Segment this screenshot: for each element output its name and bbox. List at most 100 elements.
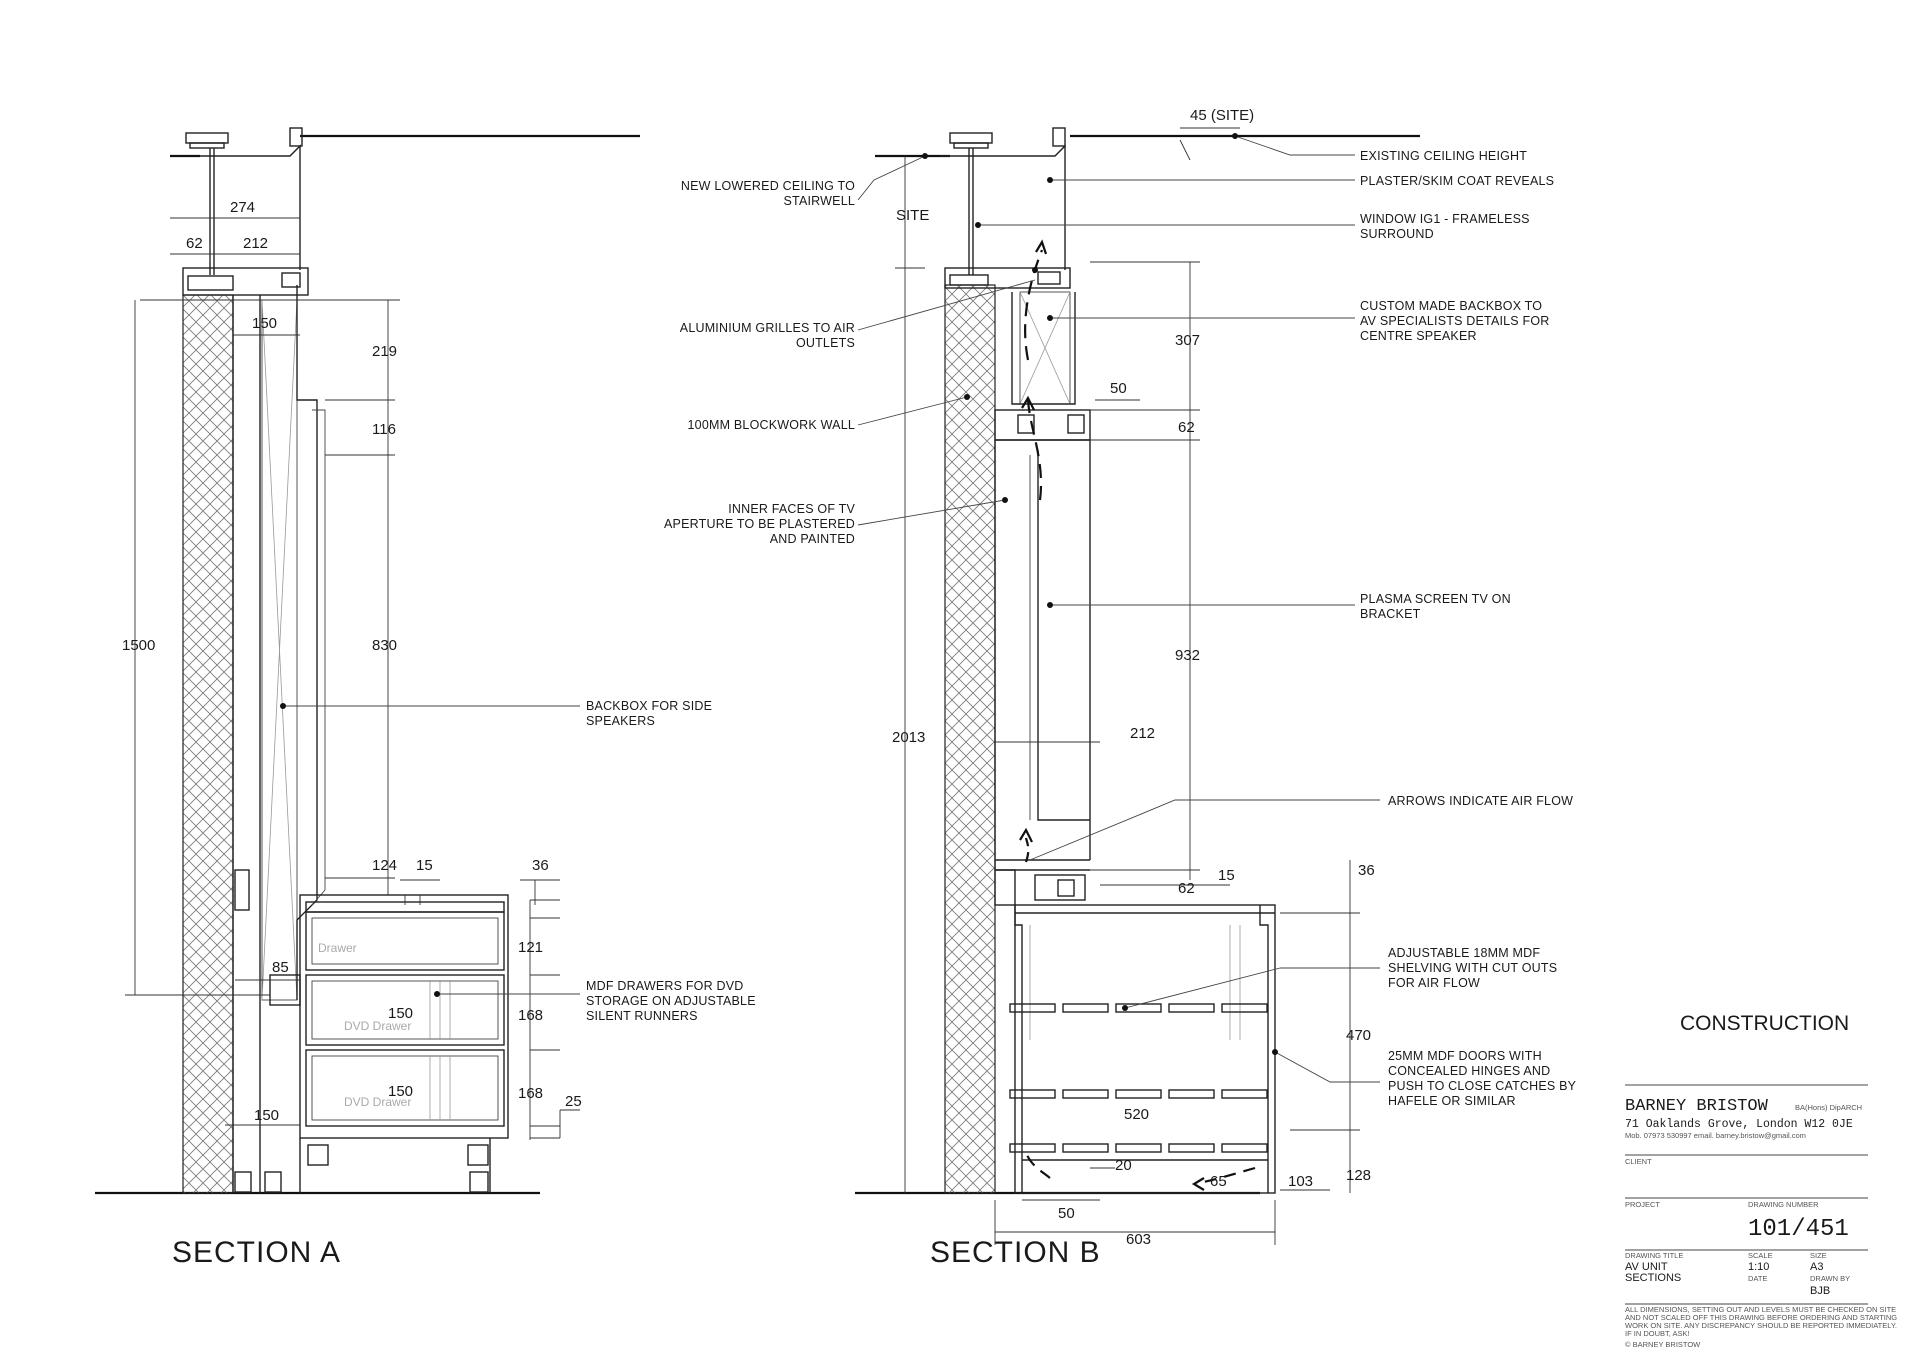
dim-85: 85 [272, 959, 289, 976]
dim-65: 65 [1210, 1173, 1227, 1190]
firm-name: BARNEY BRISTOW [1625, 1097, 1769, 1116]
label-backbox-side-speakers-2: SPEAKERS [586, 714, 655, 728]
label-shelving-1: ADJUSTABLE 18MM MDF [1388, 946, 1540, 960]
drawn-by-label: DRAWN BY [1810, 1274, 1850, 1283]
dim-124: 124 [372, 857, 397, 874]
dim-128: 128 [1346, 1167, 1371, 1184]
label-faces-1: INNER FACES OF TV [728, 502, 855, 516]
label-doors-1: 25MM MDF DOORS WITH [1388, 1049, 1542, 1063]
client-label: CLIENT [1625, 1157, 1652, 1166]
dim-36-b: 36 [1358, 862, 1375, 879]
section-b [855, 127, 1420, 1245]
section-a-text: SECTION A 274 62 212 150 219 116 830 150… [122, 199, 756, 1269]
drawer-label-1: Drawer [318, 941, 357, 955]
label-mdf-drawers-1: MDF DRAWERS FOR DVD [586, 979, 744, 993]
disclaimer-2: AND NOT SCALED OFF THIS DRAWING BEFORE O… [1625, 1313, 1897, 1322]
drawer-label-3: DVD Drawer [344, 1095, 411, 1109]
label-backbox-side-speakers-1: BACKBOX FOR SIDE [586, 699, 712, 713]
label-arrows: ARROWS INDICATE AIR FLOW [1388, 794, 1573, 808]
label-ceiling-1: NEW LOWERED CEILING TO [681, 179, 855, 193]
section-a [95, 127, 640, 1195]
blockwork-wall [182, 294, 234, 1194]
shelf-3 [1009, 1143, 1268, 1153]
plasma-tv [1037, 450, 1090, 821]
airflow-arrows [1019, 239, 1256, 1191]
dim-168-b: 168 [518, 1085, 543, 1102]
dim-274: 274 [230, 199, 255, 216]
dim-932: 932 [1175, 647, 1200, 664]
blockwork-wall-b [944, 284, 996, 1194]
label-plaster: PLASTER/SKIM COAT REVEALS [1360, 174, 1554, 188]
dim-1500: 1500 [122, 637, 155, 654]
dim-103: 103 [1288, 1173, 1313, 1190]
drawing-number-label: DRAWING NUMBER [1748, 1200, 1819, 1209]
date-label: DATE [1748, 1274, 1767, 1283]
label-window-1: WINDOW IG1 - FRAMELESS [1360, 212, 1530, 226]
dim-50-bottom: 50 [1058, 1205, 1075, 1222]
label-existing-ceiling: EXISTING CEILING HEIGHT [1360, 149, 1527, 163]
shelving-cabinet [1014, 904, 1276, 1194]
shelf-2 [1009, 1089, 1268, 1099]
dim-62-b: 62 [1178, 880, 1195, 897]
dim-830: 830 [372, 637, 397, 654]
dim-470: 470 [1346, 1027, 1371, 1044]
label-doors-4: HAFELE OR SIMILAR [1388, 1094, 1516, 1108]
dim-36: 36 [532, 857, 549, 874]
dim-20: 20 [1115, 1157, 1132, 1174]
firm-qualifications: BA(Hons) DipARCH [1795, 1103, 1862, 1112]
label-doors-2: CONCEALED HINGES AND [1388, 1064, 1550, 1078]
dim-219: 219 [372, 343, 397, 360]
label-backbox-1: CUSTOM MADE BACKBOX TO [1360, 299, 1542, 313]
dim-150-bottom: 150 [254, 1107, 279, 1124]
label-doors-3: PUSH TO CLOSE CATCHES BY [1388, 1079, 1577, 1093]
dim-45-site: 45 (SITE) [1190, 107, 1254, 124]
drawer-label-2: DVD Drawer [344, 1019, 411, 1033]
size-value: A3 [1810, 1261, 1823, 1273]
dim-50-top: 50 [1110, 380, 1127, 397]
dim-212-b: 212 [1130, 725, 1155, 742]
project-label: PROJECT [1625, 1200, 1660, 1209]
dim-150-a: 150 [388, 1005, 413, 1022]
label-faces-3: AND PAINTED [770, 532, 855, 546]
dim-62: 62 [186, 235, 203, 252]
label-mdf-drawers-3: SILENT RUNNERS [586, 1009, 698, 1023]
disclaimer-1: ALL DIMENSIONS, SETTING OUT AND LEVELS M… [1625, 1305, 1896, 1314]
drawing-title-1: AV UNIT [1625, 1261, 1668, 1273]
label-grilles-1: ALUMINIUM GRILLES TO AIR [680, 321, 855, 335]
drawing-title-2: SECTIONS [1625, 1272, 1681, 1284]
scale-label: SCALE [1748, 1251, 1773, 1260]
dim-15-b: 15 [1218, 867, 1235, 884]
dim-62-a: 62 [1178, 419, 1195, 436]
drawer-cabinet [299, 894, 509, 1139]
dim-520: 520 [1124, 1106, 1149, 1123]
title-block: CONSTRUCTION BARNEY BRISTOW BA(Hons) Dip… [1625, 1012, 1897, 1349]
drawing-number: 101/451 [1748, 1216, 1849, 1243]
section-b-text: SECTION B 45 (SITE) SITE 307 50 62 932 2… [664, 107, 1577, 1269]
section-b-title: SECTION B [930, 1236, 1101, 1269]
dim-603: 603 [1126, 1231, 1151, 1248]
copyright: © BARNEY BRISTOW [1625, 1340, 1701, 1349]
dim-15: 15 [416, 857, 433, 874]
label-mdf-drawers-2: STORAGE ON ADJUSTABLE [586, 994, 756, 1008]
label-plasma-1: PLASMA SCREEN TV ON [1360, 592, 1511, 606]
firm-address: 71 Oaklands Grove, London W12 0JE [1625, 1118, 1853, 1131]
size-label: SIZE [1810, 1251, 1827, 1260]
drawn-by-value: BJB [1810, 1285, 1830, 1297]
label-faces-2: APERTURE TO BE PLASTERED [664, 517, 855, 531]
label-wall: 100MM BLOCKWORK WALL [688, 418, 855, 432]
label-plasma-2: BRACKET [1360, 607, 1421, 621]
dim-150-top: 150 [252, 315, 277, 332]
label-backbox-3: CENTRE SPEAKER [1360, 329, 1477, 343]
firm-contact: Mob. 07973 530997 email. barney.bristow@… [1625, 1131, 1806, 1140]
label-window-2: SURROUND [1360, 227, 1434, 241]
dim-121: 121 [518, 939, 543, 956]
dim-150-b: 150 [388, 1083, 413, 1100]
label-grilles-2: OUTLETS [796, 336, 855, 350]
shelf-1 [1009, 1003, 1268, 1013]
disclaimer-3: WORK ON SITE. ANY DISCREPANCY SHOULD BE … [1625, 1321, 1897, 1330]
disclaimer-4: IF IN DOUBT, ASK! [1625, 1329, 1690, 1338]
dim-2013: 2013 [892, 729, 925, 746]
dim-307: 307 [1175, 332, 1200, 349]
dim-212: 212 [243, 235, 268, 252]
